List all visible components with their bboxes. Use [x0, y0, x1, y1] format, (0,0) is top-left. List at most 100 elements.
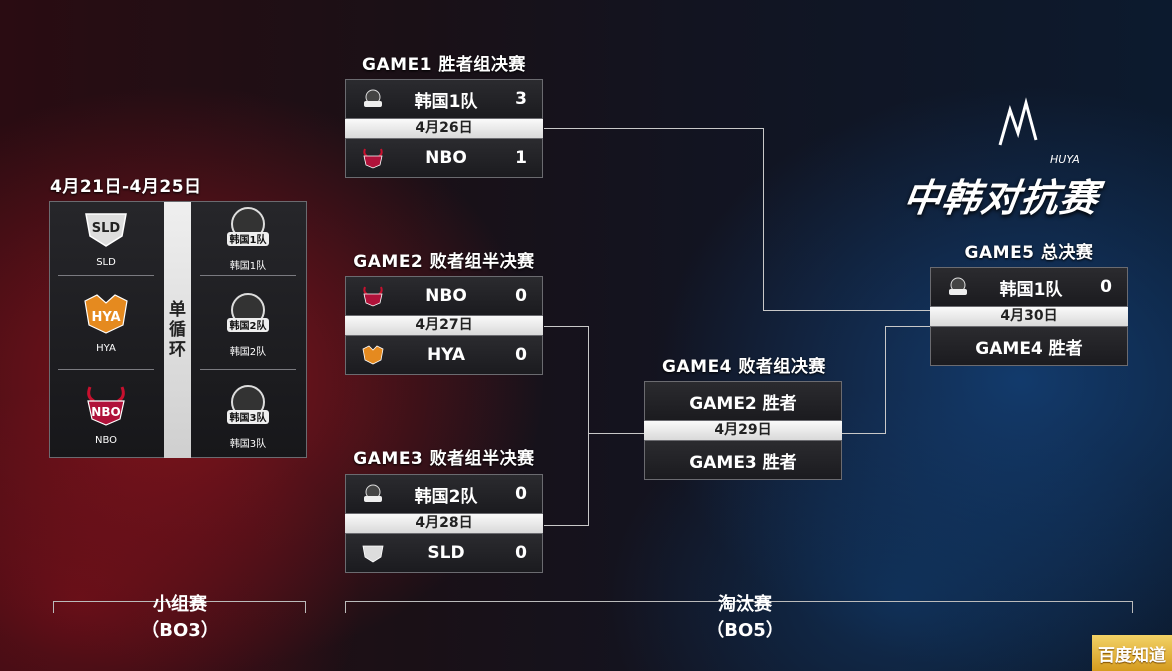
game3-team1-row[interactable]: 韩国2队 0	[345, 474, 543, 514]
game1-title: GAME1 胜者组决赛	[362, 55, 526, 75]
hya-logo-text: HYA	[91, 310, 120, 325]
stage-name: 淘汰赛	[718, 594, 772, 615]
team-name: NBO	[425, 148, 467, 168]
team-name: HYA	[426, 345, 466, 365]
connector-line	[763, 128, 764, 311]
group-team-sld[interactable]: SLD SLD	[54, 202, 158, 280]
game2-team1-row[interactable]: NBO 0	[345, 276, 543, 316]
group-team-korea1[interactable]: 韩国1队 韩国1队	[196, 202, 300, 280]
divider	[200, 275, 296, 276]
game4-slot2-row[interactable]: GAME3 胜者	[644, 440, 842, 480]
divider	[200, 369, 296, 370]
game1-team2-row[interactable]: NBO 1	[345, 138, 543, 178]
stage-format: （BO3）	[141, 620, 219, 641]
connector-line	[544, 128, 763, 129]
group-stage-bracket	[53, 601, 306, 613]
connector-line	[588, 433, 644, 434]
game5-card[interactable]: 韩国1队 0 4月30日 GAME4 胜者	[930, 267, 1128, 366]
stage-format: （BO5）	[706, 620, 784, 641]
team-score: 1	[515, 148, 527, 168]
event-logo-title: 中韩对抗赛	[900, 176, 1102, 220]
connector-line	[885, 326, 886, 434]
game3-card[interactable]: 韩国2队 0 4月28日 SLD 0	[345, 474, 543, 573]
sld-logo-text: SLD	[92, 221, 121, 236]
round-robin-char: 单	[169, 300, 186, 320]
divider	[58, 369, 154, 370]
game3-team2-row[interactable]: SLD 0	[345, 533, 543, 573]
group-team-name: SLD	[96, 257, 116, 268]
connector-line	[588, 326, 589, 526]
team-score: 0	[515, 543, 527, 563]
group-team-name: 韩国1队	[229, 261, 267, 272]
game4-card[interactable]: GAME2 胜者 4月29日 GAME3 胜者	[644, 381, 842, 480]
group-date-range: 4月21日-4月25日	[50, 177, 202, 197]
group-team-name: HYA	[96, 343, 116, 354]
slot-label: GAME4 胜者	[975, 338, 1083, 359]
nbo-logo-icon	[360, 145, 386, 171]
round-robin-char: 循	[169, 320, 186, 340]
sld-logo-icon: SLD	[54, 202, 158, 254]
game4-slot1-row[interactable]: GAME2 胜者	[644, 381, 842, 421]
game3-title: GAME3 败者组半决赛	[353, 449, 535, 469]
nbo-logo-icon	[360, 283, 386, 309]
hya-tiger-logo-icon: HYA	[54, 288, 158, 340]
group-team-korea2[interactable]: 韩国2队 韩国2队	[196, 288, 300, 366]
game5-slot2-row[interactable]: GAME4 胜者	[930, 326, 1128, 366]
game5-title: GAME5 总决赛	[964, 243, 1094, 263]
round-robin-label: 单 循 环	[164, 202, 191, 458]
group-stage-box: SLD SLD HYA HYA NBO NBO 单 循 环 韩国1队 韩国1队 …	[49, 201, 307, 458]
match-date: 4月28日	[345, 514, 543, 533]
game2-title: GAME2 败者组半决赛	[353, 252, 535, 272]
group-stage-label: 小组赛 （BO3）	[110, 592, 250, 644]
watermark: 百度知道	[1092, 635, 1172, 671]
game1-card[interactable]: 韩国1队 3 4月26日 NBO 1	[345, 79, 543, 178]
sld-logo-icon	[360, 540, 386, 566]
group-team-nbo[interactable]: NBO NBO	[54, 380, 158, 458]
group-team-name: NBO	[94, 435, 118, 446]
event-logo: HUYA 中韩对抗赛	[900, 95, 1155, 235]
group-team-hya[interactable]: HYA HYA	[54, 288, 158, 366]
korea1-logo-text: 韩国1队	[230, 233, 268, 246]
team-score: 0	[1100, 277, 1112, 297]
huya-mountain-icon: HUYA	[998, 97, 1080, 166]
group-team-name: 韩国2队	[229, 347, 267, 358]
game2-card[interactable]: NBO 0 4月27日 HYA 0	[345, 276, 543, 375]
team-score: 0	[515, 345, 527, 365]
korea1-logo-icon	[945, 274, 971, 300]
match-date: 4月29日	[644, 421, 842, 440]
korea1-logo-icon	[360, 86, 386, 112]
nbo-logo-icon: NBO	[54, 380, 158, 432]
connector-line	[885, 326, 930, 327]
game5-team1-row[interactable]: 韩国1队 0	[930, 267, 1128, 307]
korea3-logo-text: 韩国3队	[230, 411, 268, 424]
event-logo-brand: HUYA	[1050, 153, 1080, 166]
team-score: 3	[515, 89, 527, 109]
nbo-logo-text: NBO	[91, 405, 120, 419]
game2-team2-row[interactable]: HYA 0	[345, 335, 543, 375]
slot-label: GAME3 胜者	[689, 452, 797, 473]
knockout-label: 淘汰赛 （BO5）	[670, 592, 820, 644]
group-team-korea3[interactable]: 韩国3队 韩国3队	[196, 380, 300, 458]
team-name: 韩国1队	[414, 91, 478, 112]
match-date: 4月30日	[930, 307, 1128, 326]
korea2-logo-icon	[360, 481, 386, 507]
korea3-logo-icon: 韩国3队	[196, 380, 300, 432]
stage-name: 小组赛	[153, 594, 207, 615]
korea2-logo-icon: 韩国2队	[196, 288, 300, 340]
knockout-bracket	[345, 601, 1133, 613]
korea2-logo-text: 韩国2队	[230, 319, 268, 332]
round-robin-char: 环	[169, 340, 186, 360]
team-name: 韩国2队	[414, 486, 478, 507]
game1-team1-row[interactable]: 韩国1队 3	[345, 79, 543, 119]
connector-line	[544, 326, 588, 327]
game4-title: GAME4 败者组决赛	[662, 357, 826, 377]
team-name: NBO	[425, 286, 467, 306]
connector-line	[763, 310, 930, 311]
team-score: 0	[515, 286, 527, 306]
hya-tiger-logo-icon	[360, 342, 386, 368]
divider	[58, 275, 154, 276]
team-name: 韩国1队	[999, 279, 1063, 300]
connector-line	[842, 433, 885, 434]
connector-line	[544, 525, 588, 526]
slot-label: GAME2 胜者	[689, 393, 797, 414]
